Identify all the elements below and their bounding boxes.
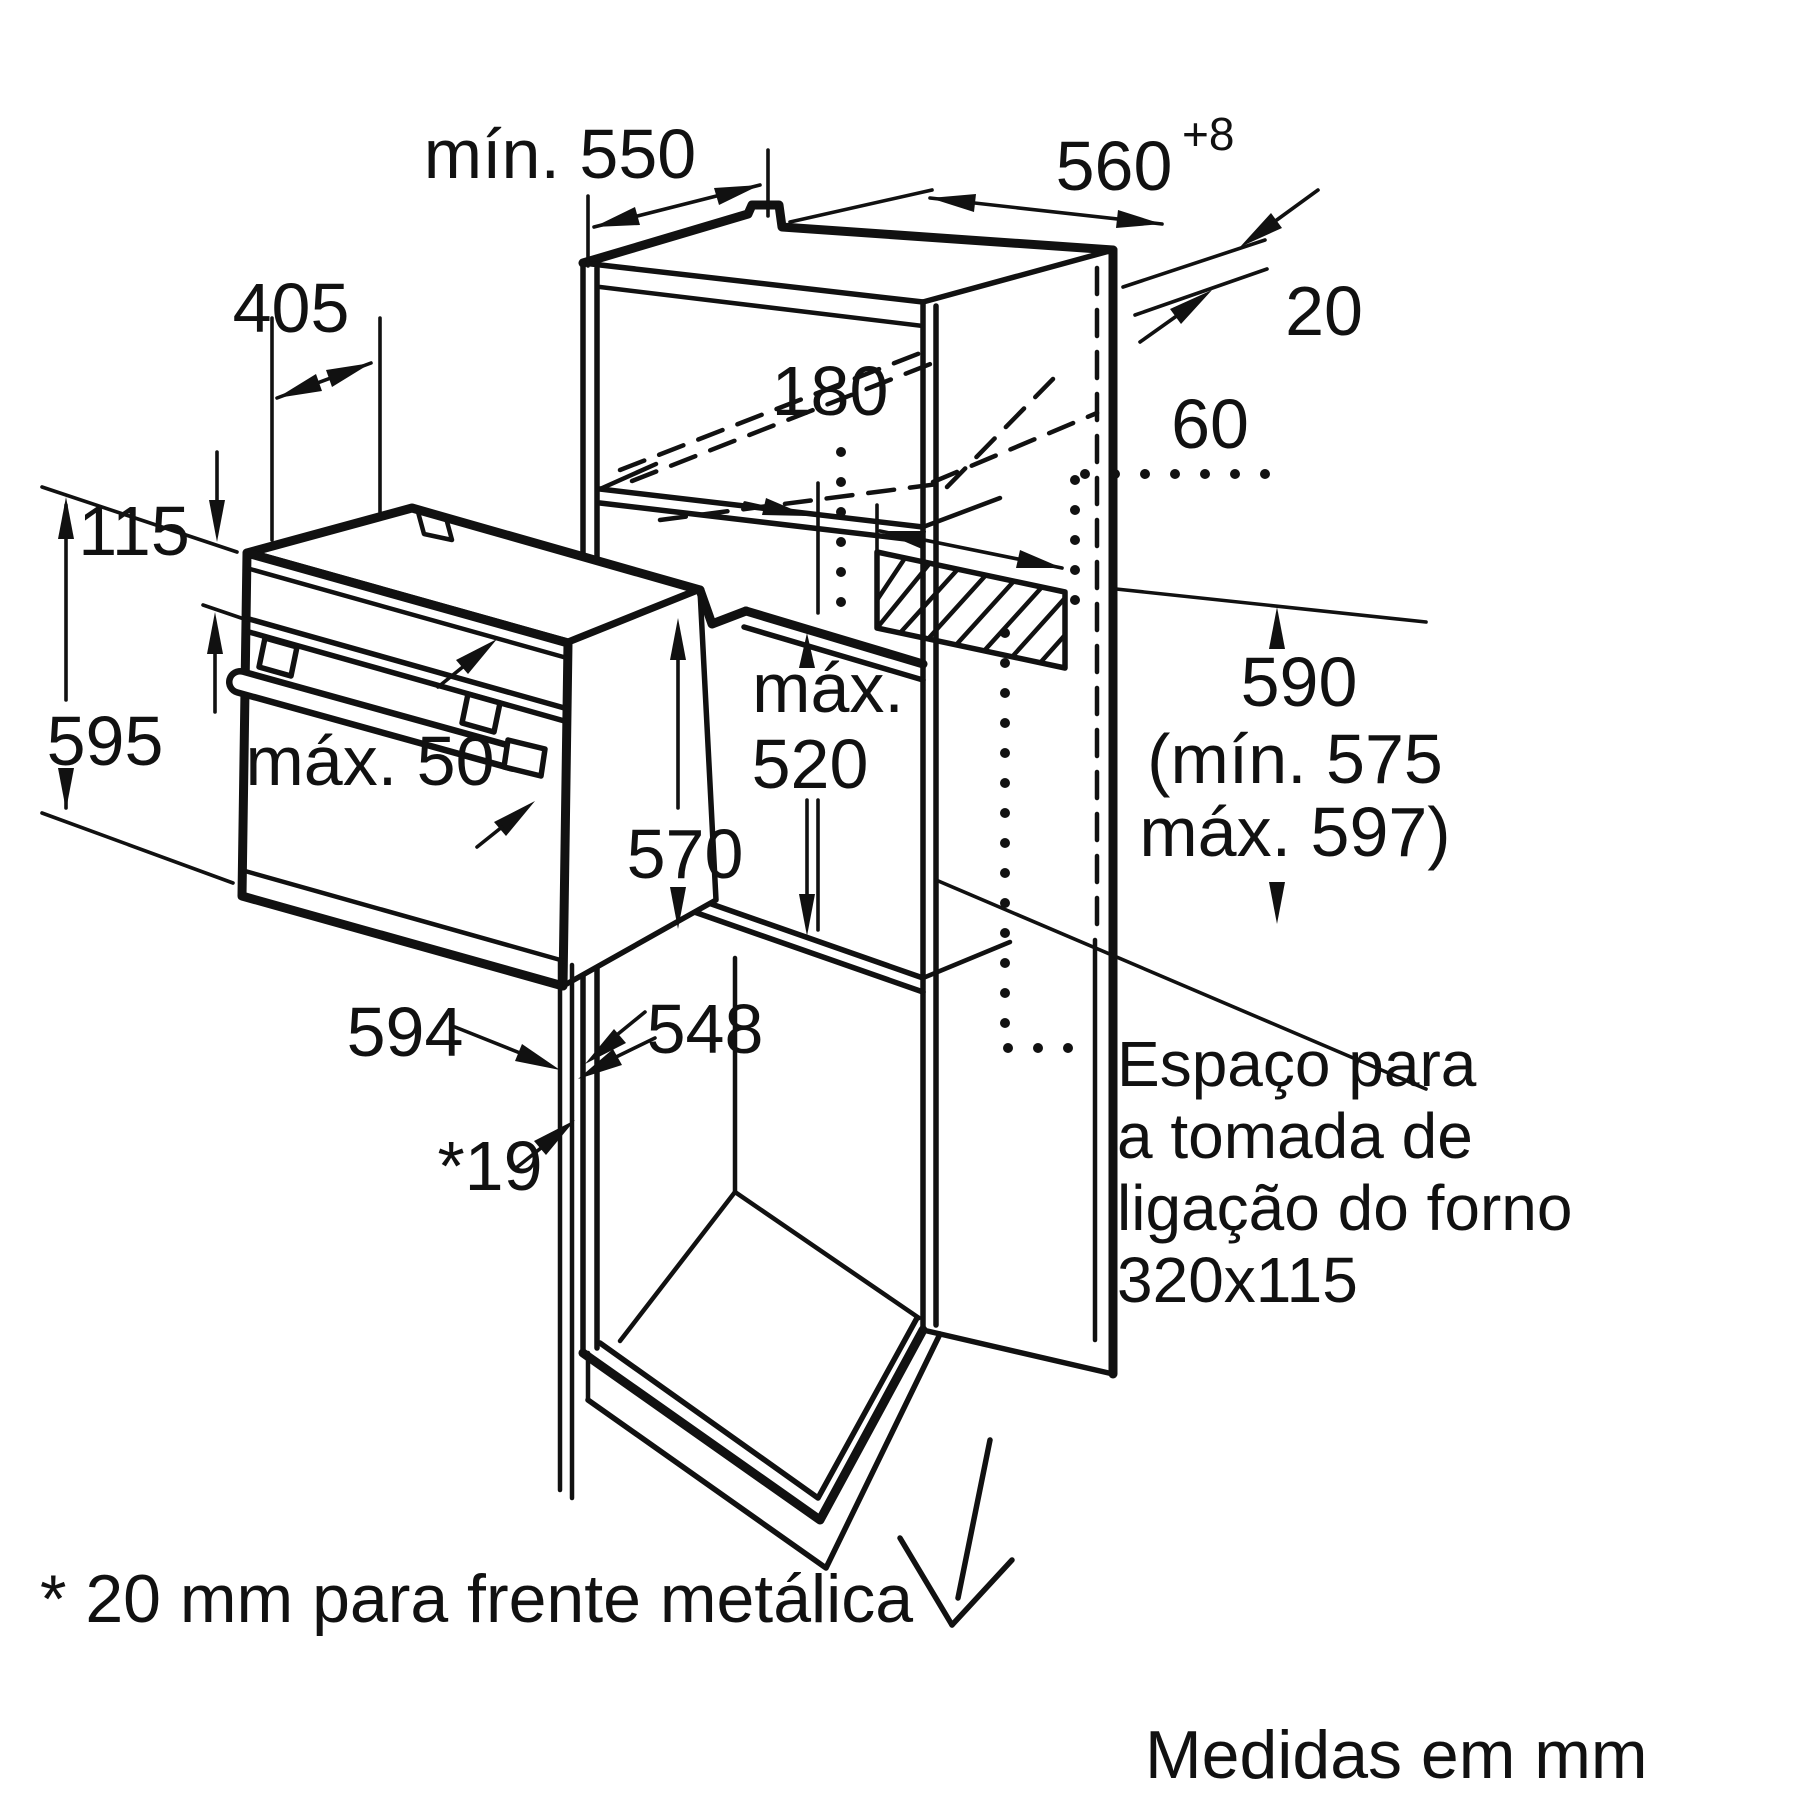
label-niche-width-tolerance: +8 [1182,108,1234,160]
hidden-edges [617,265,1100,933]
dim-max520: máx. 520 [752,633,904,936]
dim-570: 570 [627,618,744,929]
label-body-height: 570 [627,815,744,893]
units-note: Medidas em mm [1145,1717,1648,1793]
dim-20: 20 [1121,188,1363,350]
label-niche-height-min: (mín. 575 [1147,720,1443,798]
dim-595: 595 [40,497,235,885]
label-insert-depth-1: máx. [752,649,904,727]
dim-405: 405 [233,269,382,542]
label-front-overlap: *19 [437,1127,542,1205]
metal-front-footnote: * 20 mm para frente metálica [40,1561,913,1637]
label-top-depth-min: mín. 550 [424,115,696,193]
dim-550: mín. 550 [424,115,770,268]
label-handle-clearance: máx. 50 [246,722,495,800]
label-niche-width: 560 [1056,127,1173,205]
label-control-panel-height: 115 [78,492,190,570]
socket-note-line3: ligação do forno [1117,1172,1572,1244]
dim-115: 115 [40,450,249,714]
label-top-inset: 405 [233,269,350,347]
socket-space-hatch [874,549,1068,671]
label-front-width: 594 [347,993,464,1071]
dim-560: 560 +8 [788,108,1234,228]
oven [226,503,928,991]
dim-60: 60 [1171,385,1249,463]
dim-320-socket [875,503,1064,570]
socket-note-line2: a tomada de [1117,1100,1473,1172]
dim-max50: máx. 50 [246,639,535,849]
base-pointer-arrow [897,1437,1015,1628]
dim-180: 180 [743,352,889,615]
label-front-height: 595 [47,702,164,780]
label-rear-panel-thickness: 20 [1285,272,1363,350]
dotted-leaders [836,447,1272,1053]
dim-590: 590 (mín. 575 máx. 597) [934,587,1451,1091]
dim-594-548-19: 594 548 *19 [347,957,764,1501]
label-vent-clearance: 180 [772,352,889,430]
socket-note-line4: 320x115 [1117,1244,1358,1316]
label-insert-depth-2: 520 [752,725,869,803]
label-body-width: 548 [647,990,764,1068]
socket-note: Espaço para a tomada de ligação do forno… [1117,1028,1572,1316]
label-niche-height-max: máx. 597) [1139,793,1450,871]
label-socket-offset: 60 [1171,385,1249,463]
label-niche-height: 590 [1241,643,1358,721]
socket-note-line1: Espaço para [1117,1028,1477,1100]
